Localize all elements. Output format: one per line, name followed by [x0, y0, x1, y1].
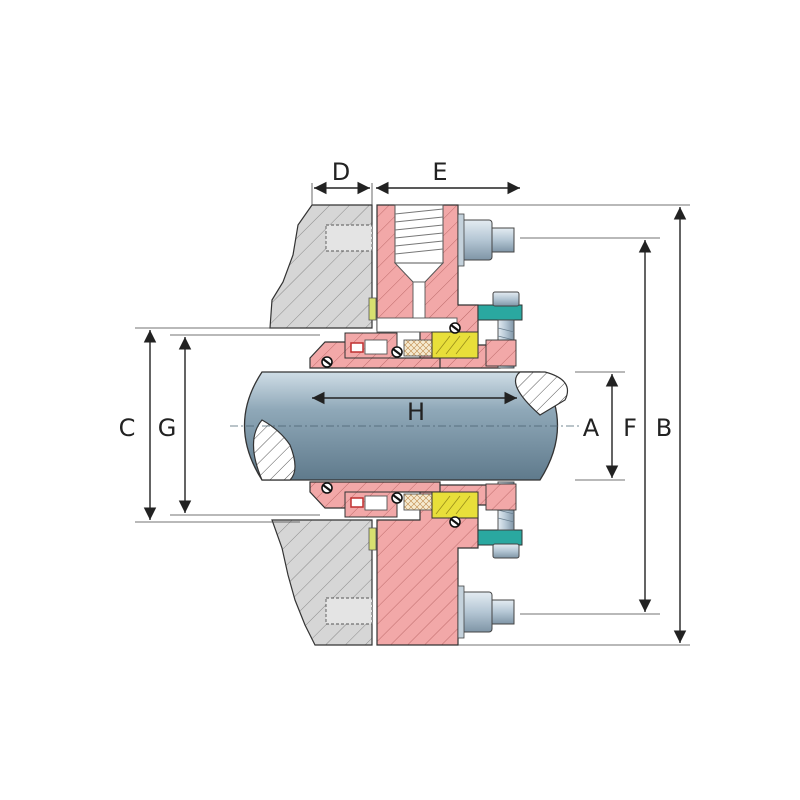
label-a: A [583, 414, 600, 442]
bolt-washer-top [457, 213, 465, 267]
stationary-seat-bottom-lines [435, 495, 471, 515]
flush-port-thread-lines [394, 208, 444, 255]
clamp-nut-bottom [485, 483, 517, 511]
gland-bolts [457, 213, 515, 639]
stationary-seat-top-lines [435, 335, 471, 355]
clamp-bottom [477, 529, 523, 546]
rotating-face-bottom [403, 493, 433, 511]
shaft-break-right [515, 371, 569, 416]
bolt-washer-bottom [457, 585, 465, 639]
gasket-top [368, 297, 377, 321]
stationary-seat-top [431, 331, 479, 359]
dimension-arrows [143, 181, 687, 643]
seal-faces [403, 331, 479, 519]
stationary-seat-bottom [431, 491, 479, 519]
label-f: F [623, 414, 637, 442]
shaft-break-left [253, 419, 296, 481]
clamp-screw-head-bottom [492, 543, 520, 559]
dimension-labels: D E C G H A F B [119, 158, 673, 442]
gasket-bottom [368, 527, 377, 551]
flush-chamber [376, 317, 458, 333]
label-c: C [119, 414, 136, 442]
set-screw-bottom [350, 497, 364, 508]
clamp-nut-top [485, 339, 517, 367]
wall-bolt-hole-bottom [325, 597, 373, 625]
bolt-tip-top [491, 227, 515, 253]
drive-pin-bottom [364, 495, 388, 511]
label-g: G [158, 414, 177, 442]
label-d: D [332, 158, 350, 186]
o-rings [321, 322, 461, 528]
extension-lines [135, 183, 690, 646]
pump-wall [269, 204, 377, 646]
label-b: B [656, 414, 672, 442]
drive-pin-top [364, 339, 388, 355]
bolt-tip-bottom [491, 599, 515, 625]
seal-sleeve [309, 332, 441, 518]
rotating-face-top [403, 339, 433, 357]
gland-housing [376, 204, 501, 646]
set-screw-top [350, 342, 364, 353]
bolt-head-top [459, 219, 493, 261]
flush-channel [412, 281, 426, 323]
clamp-ring [477, 291, 523, 559]
shaft [230, 371, 580, 481]
wall-upper [269, 204, 373, 329]
label-h: H [407, 398, 425, 426]
label-e: E [432, 158, 447, 186]
bolt-head-bottom [459, 591, 493, 633]
clamp-top [477, 304, 523, 321]
wall-bolt-hole-top [325, 224, 373, 252]
wall-lower [271, 519, 373, 646]
clamp-screw-head-top [492, 291, 520, 307]
